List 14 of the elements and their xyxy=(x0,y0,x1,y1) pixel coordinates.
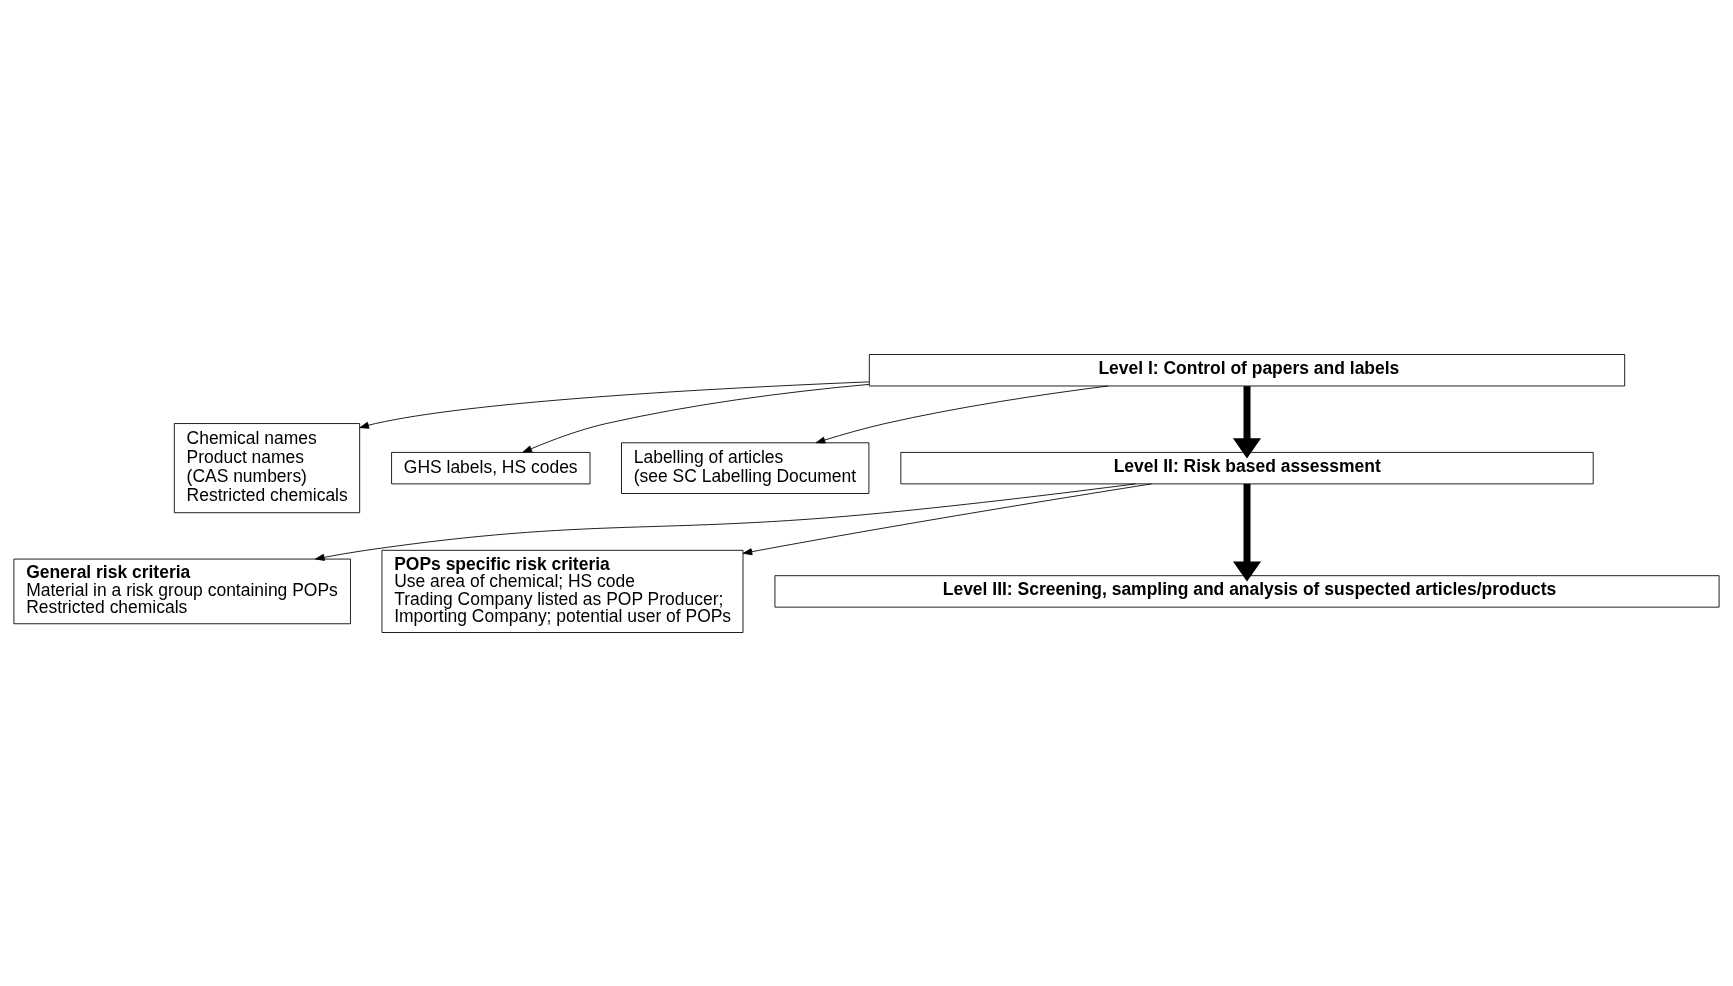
arrow xyxy=(815,385,1109,443)
arrow xyxy=(522,383,870,453)
node-box: Level II: Risk based assessment xyxy=(900,451,1594,484)
arrow xyxy=(359,380,870,429)
node-box: General risk criteria Material in a risk group containing POPs Restricted chemicals xyxy=(13,558,351,624)
node-box: Level III: Screening, sampling and analysis of suspected articles/products xyxy=(774,574,1720,608)
node-box: GHS labels, HS codes xyxy=(391,451,591,484)
arrow xyxy=(1232,385,1262,458)
node-box: POPs specific risk criteria Use area of chemical; HS code Trading Company listed as POP Producer; Importing Company; potential user of POPs xyxy=(381,549,744,633)
arrow xyxy=(314,482,1136,561)
node-box: Labelling of articles (see SC Labelling Document xyxy=(621,441,870,494)
node-box: Chemical names Product names (CAS numbers) Restricted chemicals xyxy=(173,422,361,513)
arrow xyxy=(742,482,1152,555)
node-box: Level I: Control of papers and labels xyxy=(868,353,1626,386)
